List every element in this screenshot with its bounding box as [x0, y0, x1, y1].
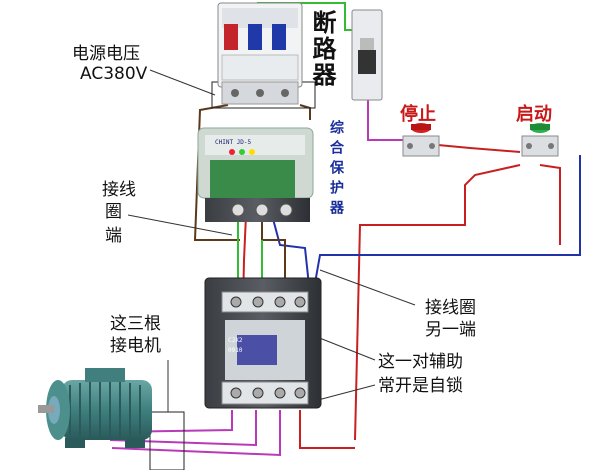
label-three-wires-b: 接电机 — [110, 336, 161, 356]
motor-device — [38, 368, 152, 448]
label-aux-a: 这一对辅助 — [378, 352, 463, 372]
leader-coil-terminal — [127, 214, 233, 236]
protector-device — [197, 127, 314, 222]
leader-aux-2 — [317, 384, 376, 401]
wire-red-start-2 — [539, 164, 561, 245]
wire-blue-coil — [271, 214, 311, 296]
label-coil-terminal-a: 接线 — [102, 180, 136, 200]
label-coil-terminal-b: 圈 — [105, 202, 122, 222]
contactor-device — [204, 277, 322, 409]
leader-aux — [311, 334, 376, 361]
label-stop: 停止 — [400, 104, 436, 125]
wire-red-stop-start — [437, 144, 521, 153]
wire-brown-mid — [261, 215, 286, 300]
label-supply-voltage: 电源电压 — [72, 44, 140, 64]
leader-coil-other — [319, 269, 416, 306]
label-three-wires-a: 这三根 — [110, 314, 161, 334]
wire-red-aux — [299, 410, 355, 449]
label-coil-other-a: 接线圈 — [425, 298, 476, 318]
label-protector: 综合保护器 — [328, 120, 344, 220]
contactor-sub: 0910 — [228, 347, 243, 354]
protector-brand: CHINT JD-5 — [215, 139, 252, 146]
wire-purple-m2 — [109, 410, 257, 447]
wire-purple-stop — [367, 100, 405, 141]
wire-blue-right — [311, 155, 581, 301]
wire-purple-m3 — [111, 410, 281, 457]
contactor-model: CJX2 — [228, 337, 243, 344]
label-start: 启动 — [516, 104, 552, 125]
start-button-device — [521, 123, 559, 157]
label-supply-ac: AC380V — [80, 64, 148, 84]
label-coil-terminal-c: 端 — [105, 226, 122, 246]
wire-brown-right — [299, 104, 311, 120]
label-coil-other-b: 另一端 — [425, 320, 476, 340]
leader-supply — [149, 69, 216, 96]
main-breaker — [217, 2, 303, 105]
stop-button-device — [402, 123, 440, 157]
wire-red-start — [354, 164, 521, 441]
control-breaker — [351, 9, 383, 101]
label-aux-b: 常开是自锁 — [378, 376, 463, 396]
label-breaker: 断路器 — [308, 10, 336, 88]
